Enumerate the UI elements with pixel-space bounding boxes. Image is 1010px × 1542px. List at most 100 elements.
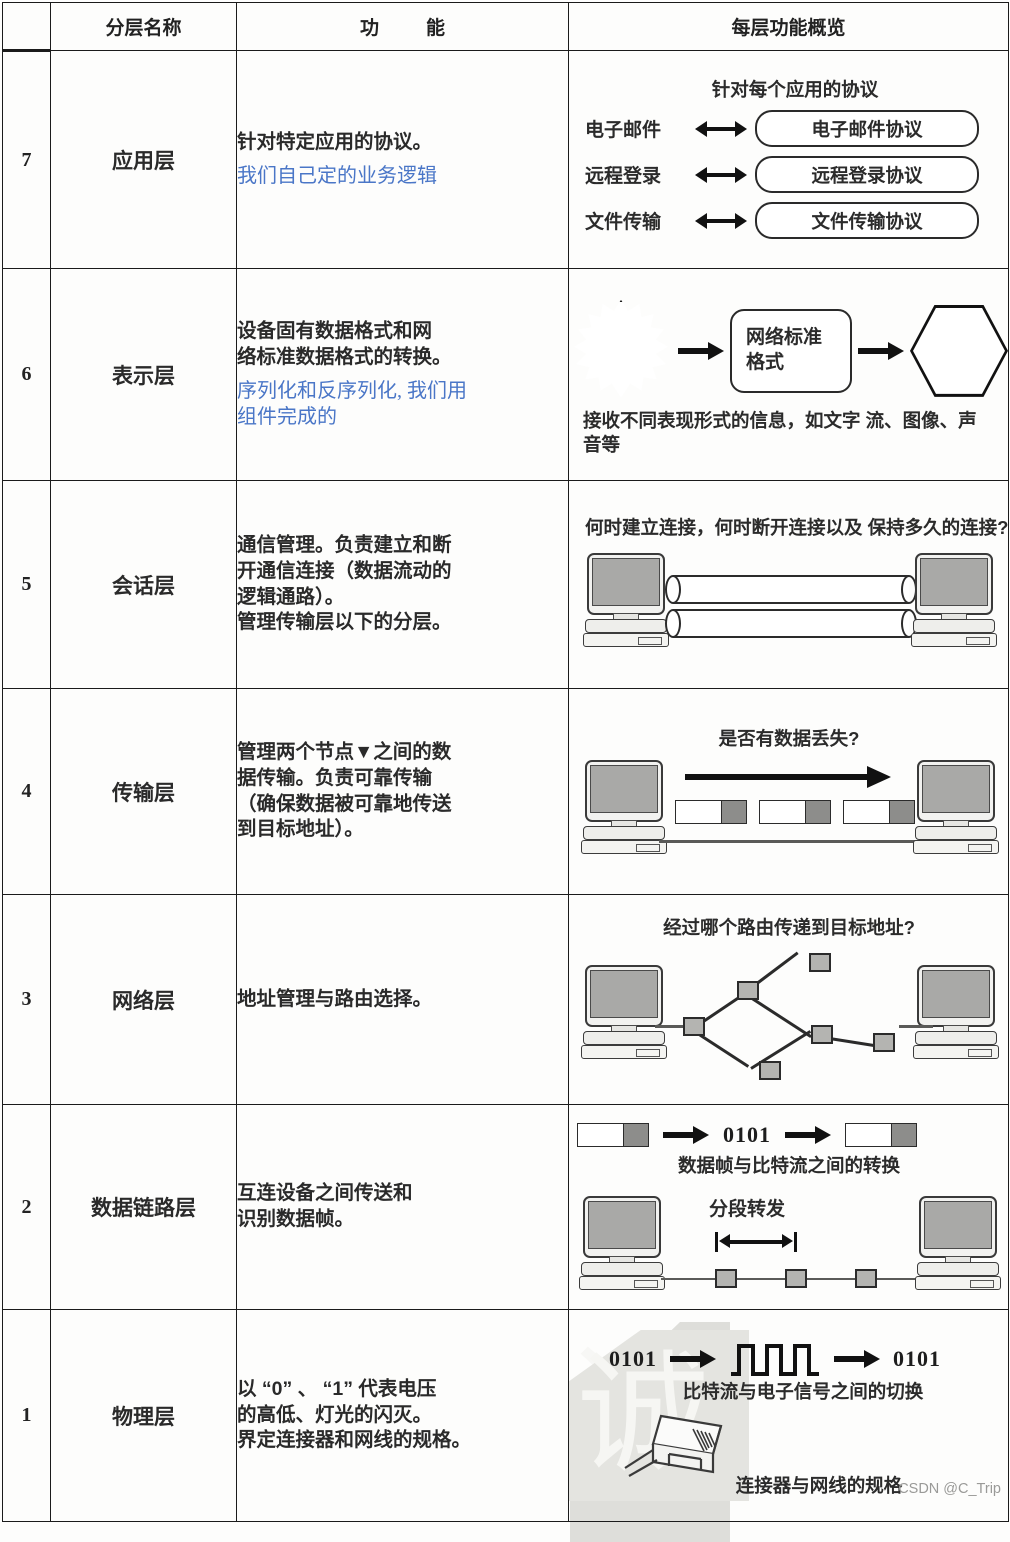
header-row: 分层名称 功 能 每层功能概览 — [2, 2, 1009, 52]
connection-tube-icon — [665, 609, 917, 639]
table-row-layer-1: 1 物理层 以 “0” 、 “1” 代表电压 的高低、灯光的闪灭。 界定连接器和… — [2, 1309, 1009, 1522]
bridge-node-icon — [715, 1268, 737, 1288]
overview-diagram-2: 0101 数据帧与比特流之间的转换 分段转发 — [569, 1112, 1009, 1302]
network-wire — [655, 1025, 685, 1028]
table-row-layer-7: 7 应用层 针对特定应用的协议。 我们自己定的业务逻辑 针对每个应用的协议 电子… — [2, 50, 1010, 269]
arrow-right-icon — [785, 1126, 831, 1145]
transport-loss-scene — [569, 754, 1009, 862]
layer-function-1: 以 “0” 、 “1” 代表电压 的高低、灯光的闪灭。 界定连接器和网线的规格。 — [236, 1309, 569, 1522]
layer-number-5: 5 — [2, 480, 51, 689]
overview-caption-4: 是否有数据丢失? — [718, 727, 860, 749]
header-overview: 每层功能概览 — [568, 2, 1009, 51]
bit-signal-flow: 0101 0101 — [569, 1338, 1009, 1380]
table-body: 7 应用层 针对特定应用的协议。 我们自己定的业务逻辑 针对每个应用的协议 电子… — [2, 50, 1010, 1522]
layer-function-7: 针对特定应用的协议。 我们自己定的业务逻辑 — [236, 50, 569, 269]
table-row-layer-6: 6 表示层 设备固有数据格式和网 络标准数据格式的转换。 序列化和反序列化, 我… — [2, 268, 1009, 481]
csdn-watermark: CSDN @C_Trip — [898, 1481, 1001, 1498]
layer-overview-4: 是否有数据丢失? — [568, 688, 1009, 895]
layer-name-7: 应用层 — [50, 50, 237, 269]
router-node-icon — [683, 1017, 705, 1037]
function-text-4: 管理两个节点▼之间的数 据传输。负责可靠传输 （确保数据被可靠地传送 到目标地址… — [237, 740, 452, 841]
table-row-layer-3: 3 网络层 地址管理与路由选择。 经过哪个路由传递到目标地址? — [2, 894, 1009, 1105]
square-wave-icon — [729, 1342, 821, 1376]
arrow-right-icon — [670, 1349, 716, 1368]
arrow-right-icon — [858, 341, 904, 360]
overview-diagram-1: 诚 0101 0101 — [569, 1329, 1009, 1502]
layer-overview-7: 针对每个应用的协议 电子邮件 电子邮件协议 远程登录 远程登录协议 — [568, 50, 1010, 269]
layer-name-1: 物理层 — [50, 1309, 237, 1522]
arrow-right-icon — [678, 341, 724, 360]
function-text-3: 地址管理与路由选择。 — [237, 987, 433, 1010]
double-arrow-icon — [695, 212, 747, 229]
overview-caption-6: 接收不同表现形式的信息，如文字 流、图像、声音等 — [583, 409, 977, 455]
layer-number-2: 2 — [2, 1104, 51, 1310]
protocol-pair-email: 电子邮件 电子邮件协议 — [585, 110, 1010, 148]
protocol-box-email: 电子邮件协议 — [755, 110, 979, 148]
network-standard-format-box: 网络标准 格式 — [730, 308, 852, 393]
computer-icon-left — [581, 760, 667, 856]
layer-overview-6: 网络标准 格式 接收不同表现形式的信息，如文字 流、图像、声音等 — [568, 268, 1009, 481]
header-function: 功 能 — [236, 2, 569, 51]
frame-bitstream-flow: 0101 — [569, 1118, 1009, 1152]
segment-forwarding-label: 分段转发 — [709, 1198, 786, 1220]
network-wire — [899, 1025, 933, 1028]
function-text-1: 以 “0” 、 “1” 代表电压 的高低、灯光的闪灭。 界定连接器和网线的规格。 — [237, 1377, 472, 1452]
protocol-label-remote-login: 远程登录 — [585, 166, 662, 188]
router-node-icon — [811, 1025, 833, 1045]
layer-number-7: 7 — [2, 50, 51, 269]
computer-icon-right — [911, 553, 997, 649]
router-node-icon — [737, 981, 759, 1001]
overview-diagram-5: 何时建立连接，何时断开连接以及 保持多久的连接? — [569, 508, 1009, 662]
function-annotation-6: 序列化和反序列化, 我们用 组件完成的 — [237, 380, 467, 429]
function-text-6: 设备固有数据格式和网 络标准数据格式的转换。 — [237, 319, 452, 368]
function-annotation-7: 我们自己定的业务逻辑 — [237, 165, 437, 188]
router-node-icon — [809, 953, 831, 973]
session-connection-scene — [569, 545, 1009, 657]
function-text-7: 针对特定应用的协议。 — [237, 130, 433, 153]
layer-overview-3: 经过哪个路由传递到目标地址? — [568, 894, 1009, 1105]
bridge-node-icon — [855, 1268, 877, 1288]
protocol-label-email: 电子邮件 — [585, 120, 662, 142]
segment-forwarding-scene: 分段转发 — [569, 1186, 1009, 1298]
computer-icon-left — [583, 553, 669, 649]
layer-name-6: 表示层 — [50, 268, 237, 481]
router-node-icon — [873, 1033, 895, 1053]
layer-overview-2: 0101 数据帧与比特流之间的转换 分段转发 — [568, 1104, 1009, 1310]
layer-overview-1: 诚 0101 0101 — [568, 1309, 1009, 1522]
layer-function-2: 互连设备之间传送和 识别数据帧。 — [236, 1104, 569, 1310]
packet-icon — [675, 800, 747, 825]
routing-mesh-scene — [569, 939, 1009, 1089]
overview-caption-5: 何时建立连接，何时断开连接以及 保持多久的连接? — [585, 516, 1009, 538]
overview-title-7: 针对每个应用的协议 — [711, 78, 879, 100]
header-layer-name: 分层名称 — [50, 2, 237, 51]
bitstream-input-value: 0101 — [609, 1345, 657, 1371]
table-header: 分层名称 功 能 每层功能概览 — [2, 2, 1009, 52]
layer-overview-5: 何时建立连接，何时断开连接以及 保持多久的连接? — [568, 480, 1009, 689]
mesh-link — [748, 995, 812, 1039]
arrow-right-icon — [663, 1126, 709, 1145]
layer-number-1: 1 — [2, 1309, 51, 1522]
computer-icon-right — [913, 965, 999, 1061]
packet-icon — [577, 1123, 649, 1148]
layer-number-3: 3 — [2, 894, 51, 1105]
overview-diagram-4: 是否有数据丢失? — [569, 717, 1009, 867]
arrow-right-icon — [685, 766, 891, 789]
table-row-layer-4: 4 传输层 管理两个节点▼之间的数 据传输。负责可靠传输 （确保数据被可靠地传送… — [2, 688, 1009, 895]
layer-name-3: 网络层 — [50, 894, 237, 1105]
packet-icon — [845, 1123, 917, 1148]
bitstream-value: 0101 — [723, 1122, 771, 1148]
computer-icon-right — [913, 760, 999, 856]
bitstream-output-value: 0101 — [893, 1345, 941, 1371]
hexagon-icon — [910, 304, 1008, 397]
packet-icon — [843, 800, 915, 825]
layer-name-4: 传输层 — [50, 688, 237, 895]
table-row-layer-2: 2 数据链路层 互连设备之间传送和 识别数据帧。 0101 数据 — [2, 1104, 1009, 1310]
overview-diagram-7: 针对每个应用的协议 电子邮件 电子邮件协议 远程登录 远程登录协议 — [569, 68, 1010, 252]
layer-function-5: 通信管理。负责建立和断 开通信连接（数据流动的 逻辑通路）。 管理传输层以下的分… — [236, 480, 569, 689]
layer-function-3: 地址管理与路由选择。 — [236, 894, 569, 1105]
overview-diagram-3: 经过哪个路由传递到目标地址? — [569, 906, 1009, 1094]
protocol-box-file-transfer: 文件传输协议 — [755, 202, 979, 240]
computer-icon-left — [579, 1195, 665, 1292]
